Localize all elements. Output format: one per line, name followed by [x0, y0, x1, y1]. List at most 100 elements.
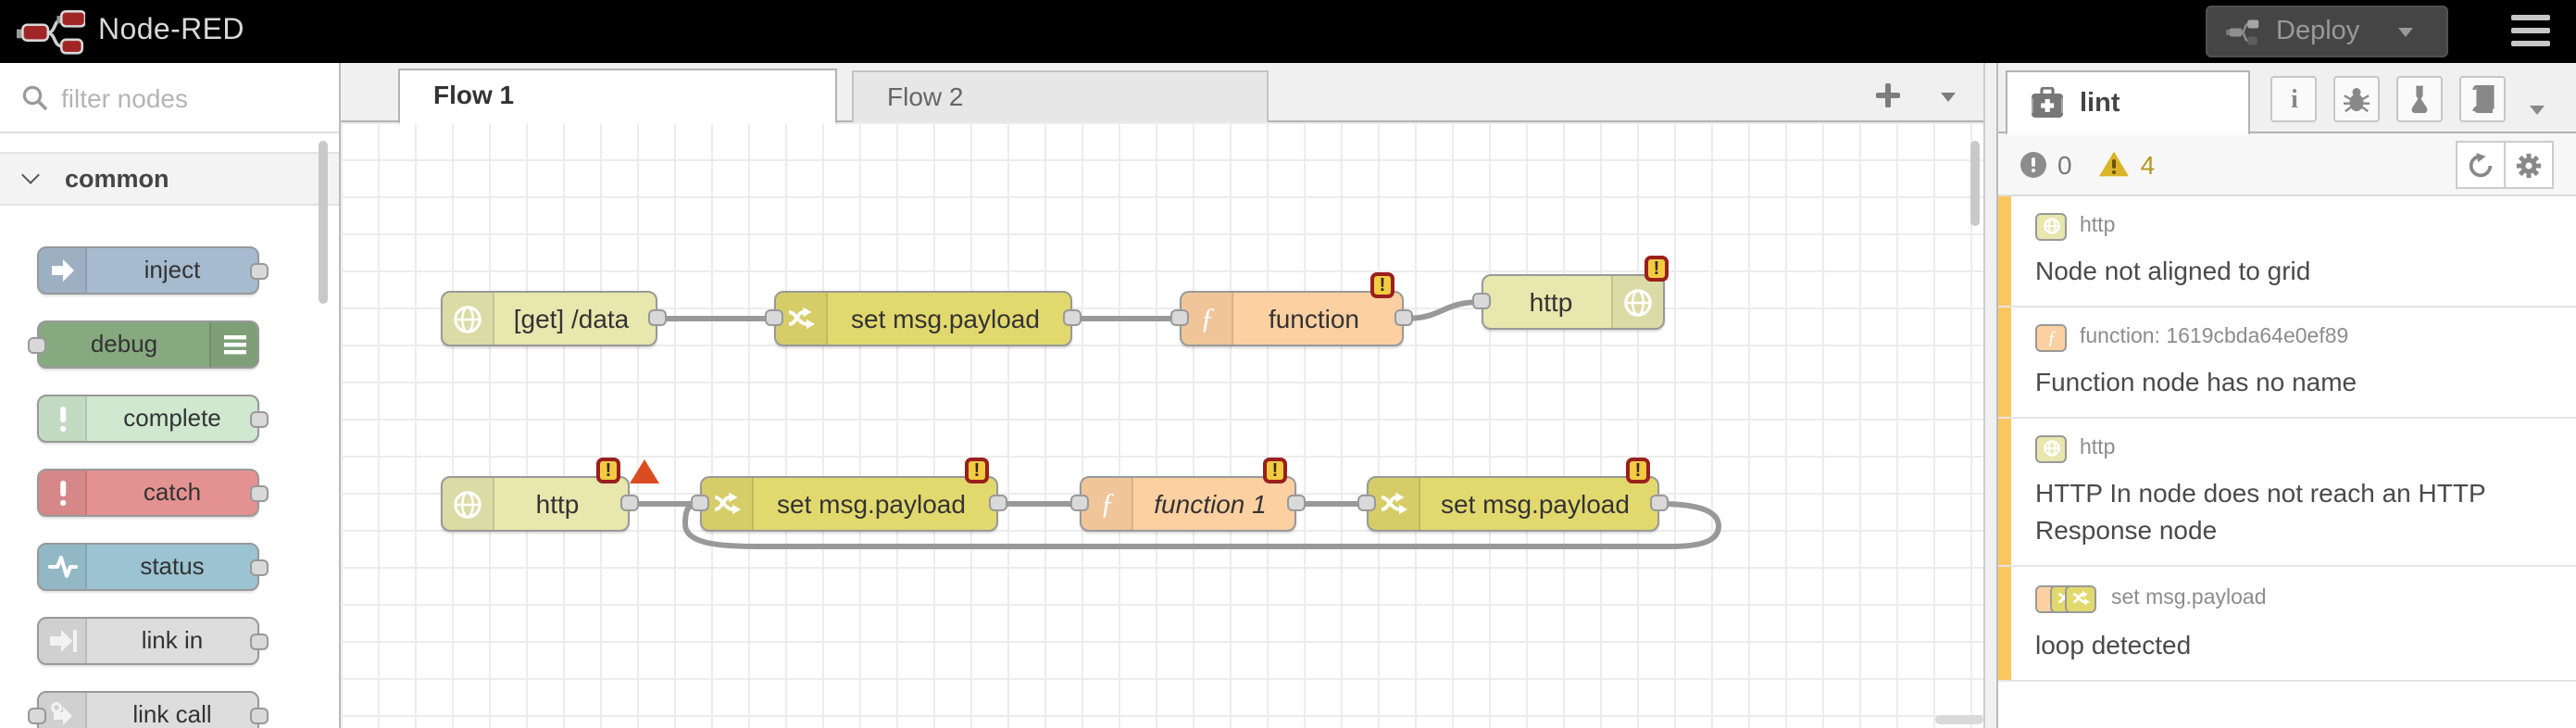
issue-node-label: function: 1619cbda64e0ef89	[2080, 326, 2349, 348]
medkit-icon	[2030, 87, 2065, 118]
status-pulse-icon	[39, 545, 87, 589]
input-port[interactable]	[1472, 293, 1491, 309]
sidebar-collapse-button[interactable]	[2530, 91, 2545, 124]
input-port[interactable]	[765, 309, 783, 326]
flow-node-function[interactable]: ƒ function !	[1170, 272, 1413, 346]
node-label: function 1	[1154, 489, 1267, 519]
issue-header: http	[2035, 433, 2557, 463]
input-port[interactable]	[691, 495, 709, 511]
output-port[interactable]	[250, 263, 269, 280]
input-port[interactable]	[1357, 495, 1376, 511]
sidebar-resize-handle[interactable]	[1983, 63, 1998, 728]
info-icon: i	[2290, 85, 2297, 113]
wire	[682, 501, 1722, 549]
canvas-horizontal-scrollbar[interactable]	[1935, 715, 1983, 724]
palette-node-label: complete	[123, 404, 221, 432]
gear-icon	[2516, 152, 2542, 178]
output-port[interactable]	[250, 485, 269, 502]
link-call-icon	[39, 693, 87, 728]
flow-list-dropdown[interactable]	[1930, 82, 1967, 111]
shuffle-icon	[776, 293, 828, 345]
output-port[interactable]	[250, 634, 269, 650]
warning-badge: !	[965, 458, 989, 483]
palette-node-complete[interactable]: complete	[37, 395, 269, 443]
flow-node-change-3[interactable]: set msg.payload !	[1357, 458, 1669, 532]
http-node-icon	[2035, 212, 2067, 240]
output-port[interactable]	[1650, 495, 1669, 511]
output-port[interactable]	[620, 495, 639, 511]
flow-node-http-in[interactable]: http !	[441, 458, 659, 532]
tab-flow-2[interactable]: Flow 2	[852, 70, 1269, 122]
input-port[interactable]	[28, 337, 46, 354]
issue-message: HTTP In node does not reach an HTTP Resp…	[2035, 478, 2486, 545]
palette-node-status[interactable]: status	[37, 543, 269, 591]
palette-node-catch[interactable]: catch	[37, 469, 269, 517]
output-port[interactable]	[250, 411, 269, 428]
palette-node-link-call[interactable]: link call	[28, 691, 269, 728]
palette-node-label: status	[140, 552, 205, 580]
palette-node-label: link in	[141, 626, 204, 654]
wire	[1401, 299, 1484, 321]
flow-node-function-1[interactable]: ƒ function 1 !	[1070, 458, 1306, 532]
palette-scrollbar[interactable]	[319, 141, 328, 304]
palette-node-debug[interactable]: debug	[28, 320, 259, 369]
lint-issue-grid[interactable]: http Node not aligned to grid	[1998, 196, 2576, 308]
output-port[interactable]	[989, 495, 1007, 511]
palette-node-link-in[interactable]: link in	[37, 617, 269, 665]
warning-count-icon	[2098, 151, 2129, 177]
flow-node-http-in-get-data[interactable]: [get] /data	[441, 291, 667, 346]
tab-lint[interactable]: lint	[2006, 70, 2250, 135]
input-port[interactable]	[1070, 495, 1089, 511]
flow-node-change-1[interactable]: set msg.payload	[765, 291, 1082, 346]
node-icon-stack: ƒ	[2035, 583, 2098, 614]
deploy-button[interactable]: Deploy	[2206, 6, 2448, 57]
output-port[interactable]	[1287, 495, 1306, 511]
tab-debug[interactable]	[2333, 76, 2380, 122]
warning-count: 4	[2140, 149, 2156, 179]
function-node-icon: ƒ	[2035, 323, 2067, 351]
output-port[interactable]	[250, 708, 269, 724]
refresh-button[interactable]	[2456, 141, 2506, 189]
node-label: set msg.payload	[1441, 489, 1630, 519]
refresh-icon	[2469, 151, 2493, 177]
flow-node-change-2[interactable]: set msg.payload !	[691, 458, 1007, 532]
node-label: [get] /data	[513, 304, 630, 333]
tab-info[interactable]: i	[2270, 76, 2317, 122]
output-port[interactable]	[1394, 309, 1413, 326]
issue-header: ƒ function: 1619cbda64e0ef89	[2035, 322, 2557, 352]
deploy-label: Deploy	[2276, 17, 2360, 46]
palette-category-label: common	[65, 165, 169, 193]
canvas-vertical-scrollbar[interactable]	[1970, 141, 1980, 226]
main-menu-button[interactable]	[2511, 15, 2550, 46]
lint-issue-loop[interactable]: ƒ set msg.payload loop detected	[1998, 567, 2576, 682]
lint-toolbar: 0 4	[1998, 133, 2576, 196]
settings-button[interactable]	[2504, 141, 2554, 189]
issue-header: ƒ set msg.payload	[2035, 582, 2557, 615]
flow-canvas[interactable]: [get] /data set msg.payload ƒ function !	[341, 122, 1983, 728]
deploy-dropdown-icon[interactable]	[2398, 27, 2414, 36]
warning-badge: !	[1626, 458, 1650, 483]
tab-flask[interactable]	[2396, 76, 2443, 122]
input-port[interactable]	[28, 708, 46, 724]
input-port[interactable]	[1170, 309, 1189, 326]
output-port[interactable]	[250, 559, 269, 576]
search-input[interactable]	[0, 63, 339, 132]
error-count: 0	[2057, 149, 2072, 179]
tab-help[interactable]	[2459, 76, 2506, 122]
tab-flow-1[interactable]: Flow 1	[398, 69, 837, 124]
lint-issue-http-response[interactable]: http HTTP In node does not reach an HTTP…	[1998, 419, 2576, 567]
add-flow-button[interactable]	[1863, 72, 1911, 117]
chevron-down-icon	[1941, 92, 1956, 101]
palette-node-inject[interactable]: inject	[37, 246, 269, 295]
output-port[interactable]	[648, 309, 667, 326]
lint-issue-function-name[interactable]: ƒ function: 1619cbda64e0ef89 Function no…	[1998, 308, 2576, 419]
output-port[interactable]	[1063, 309, 1082, 326]
palette-category-common[interactable]: common	[0, 152, 339, 206]
debug-list-icon	[209, 322, 257, 367]
shuffle-icon	[1369, 478, 1420, 530]
flow-node-http-response[interactable]: http !	[1472, 256, 1669, 330]
chevron-down-icon	[2530, 106, 2545, 115]
plus-icon	[1875, 82, 1899, 107]
menu-bar	[2511, 40, 2550, 46]
palette-node-label: inject	[144, 256, 201, 283]
